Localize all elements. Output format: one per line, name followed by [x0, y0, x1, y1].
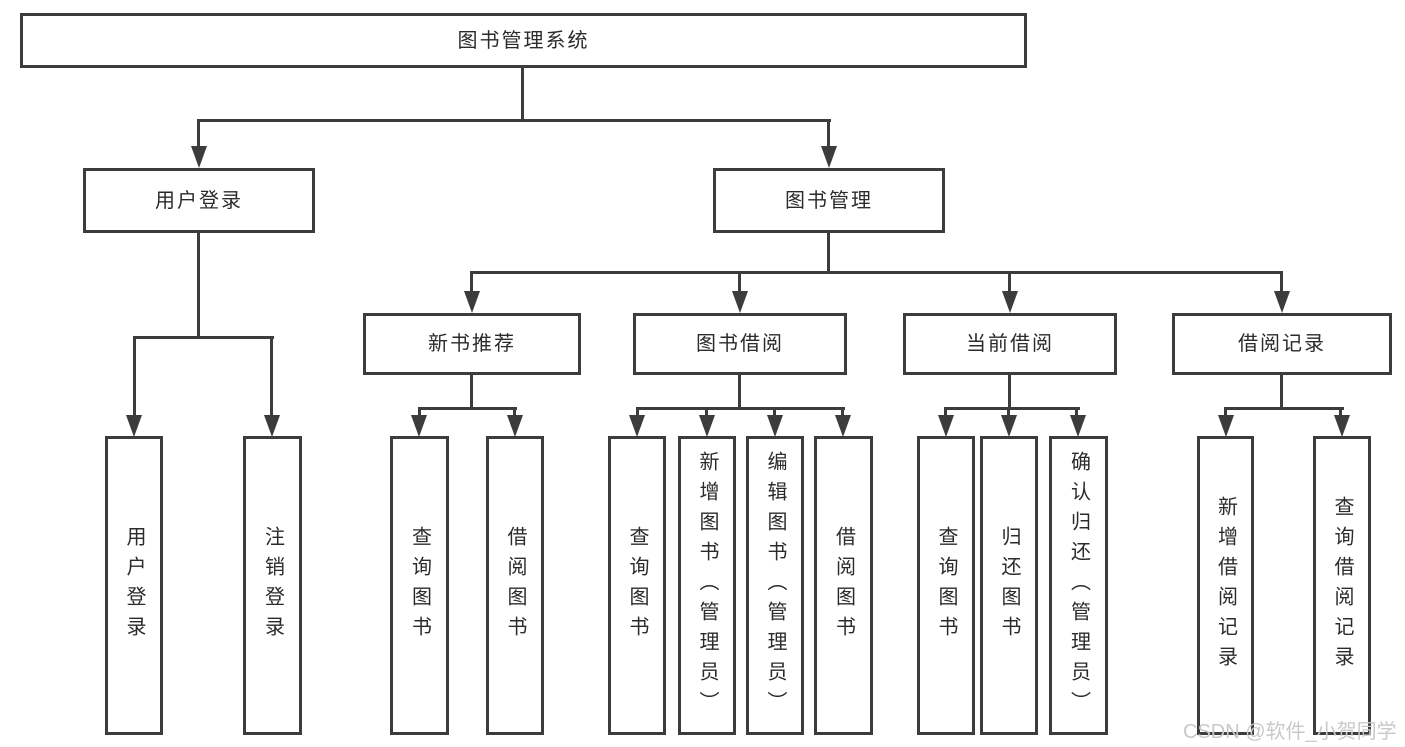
arrowhead-icon: [767, 415, 783, 437]
leaf-edit-book-admin: 编辑图书（管理员）: [746, 436, 804, 735]
connector-line-v: [1339, 407, 1342, 416]
connector-line-h: [471, 271, 1283, 274]
leaf-logout: 注销登录: [243, 436, 302, 735]
node-new-book-recommend: 新书推荐: [363, 313, 581, 375]
connector-line-v: [197, 233, 200, 339]
leaf-borrow-books-borrowing: 借阅图书: [814, 436, 873, 735]
connector-line-v: [841, 407, 844, 416]
connector-line-h: [133, 336, 274, 339]
arrowhead-icon: [464, 291, 480, 313]
arrowhead-icon: [629, 415, 645, 437]
arrowhead-icon: [699, 415, 715, 437]
arrowhead-icon: [1334, 415, 1350, 437]
connector-line-v: [1007, 407, 1010, 416]
connector-line-v: [827, 233, 830, 274]
leaf-query-books-current: 查询图书: [917, 436, 975, 735]
leaf-user-login: 用户登录: [105, 436, 163, 735]
connector-line-v: [133, 336, 136, 416]
connector-line-v: [418, 407, 421, 416]
arrowhead-icon: [835, 415, 851, 437]
connector-line-v: [738, 375, 741, 410]
leaf-add-book-admin: 新增图书（管理员）: [678, 436, 736, 735]
connector-line-v: [1008, 271, 1011, 292]
connector-line-v: [773, 407, 776, 416]
arrowhead-icon: [507, 415, 523, 437]
leaf-borrow-books-recommend: 借阅图书: [486, 436, 544, 735]
connector-line-v: [270, 336, 273, 416]
node-user-login: 用户登录: [83, 168, 315, 233]
arrowhead-icon: [126, 415, 142, 437]
arrowhead-icon: [821, 146, 837, 168]
node-library-system: 图书管理系统: [20, 13, 1027, 68]
arrowhead-icon: [1001, 415, 1017, 437]
connector-line-v: [1075, 407, 1078, 416]
connector-line-h: [197, 119, 831, 122]
connector-line-v: [1224, 407, 1227, 416]
node-current-borrowing: 当前借阅: [903, 313, 1117, 375]
arrowhead-icon: [1070, 415, 1086, 437]
node-book-borrowing: 图书借阅: [633, 313, 847, 375]
connector-line-v: [705, 407, 708, 416]
connector-line-v: [470, 375, 473, 410]
connector-line-h: [1224, 407, 1344, 410]
arrowhead-icon: [732, 291, 748, 313]
connector-line-h: [418, 407, 517, 410]
connector-line-v: [636, 407, 639, 416]
arrowhead-icon: [1002, 291, 1018, 313]
connector-line-v: [521, 68, 524, 120]
connector-line-v: [470, 271, 473, 292]
arrowhead-icon: [191, 146, 207, 168]
leaf-query-books-recommend: 查询图书: [390, 436, 449, 735]
connector-line-v: [1280, 375, 1283, 410]
connector-line-v: [827, 119, 830, 147]
leaf-return-book: 归还图书: [980, 436, 1038, 735]
connector-line-v: [944, 407, 947, 416]
arrowhead-icon: [1274, 291, 1290, 313]
leaf-query-borrow-record: 查询借阅记录: [1313, 436, 1371, 735]
connector-line-h: [944, 407, 1080, 410]
connector-line-v: [1280, 271, 1283, 292]
leaf-add-borrow-record: 新增借阅记录: [1197, 436, 1254, 735]
arrowhead-icon: [411, 415, 427, 437]
leaf-query-books-borrowing: 查询图书: [608, 436, 666, 735]
arrowhead-icon: [1218, 415, 1234, 437]
connector-line-v: [197, 119, 200, 147]
connector-line-v: [513, 407, 516, 416]
node-book-management: 图书管理: [713, 168, 945, 233]
arrowhead-icon: [264, 415, 280, 437]
node-borrowing-records: 借阅记录: [1172, 313, 1392, 375]
csdn-watermark: CSDN @软件_小贺同学: [1183, 721, 1397, 743]
connector-line-h: [636, 407, 845, 410]
connector-line-v: [1008, 375, 1011, 410]
arrowhead-icon: [938, 415, 954, 437]
leaf-confirm-return-admin: 确认归还（管理员）: [1049, 436, 1108, 735]
connector-line-v: [738, 271, 741, 292]
